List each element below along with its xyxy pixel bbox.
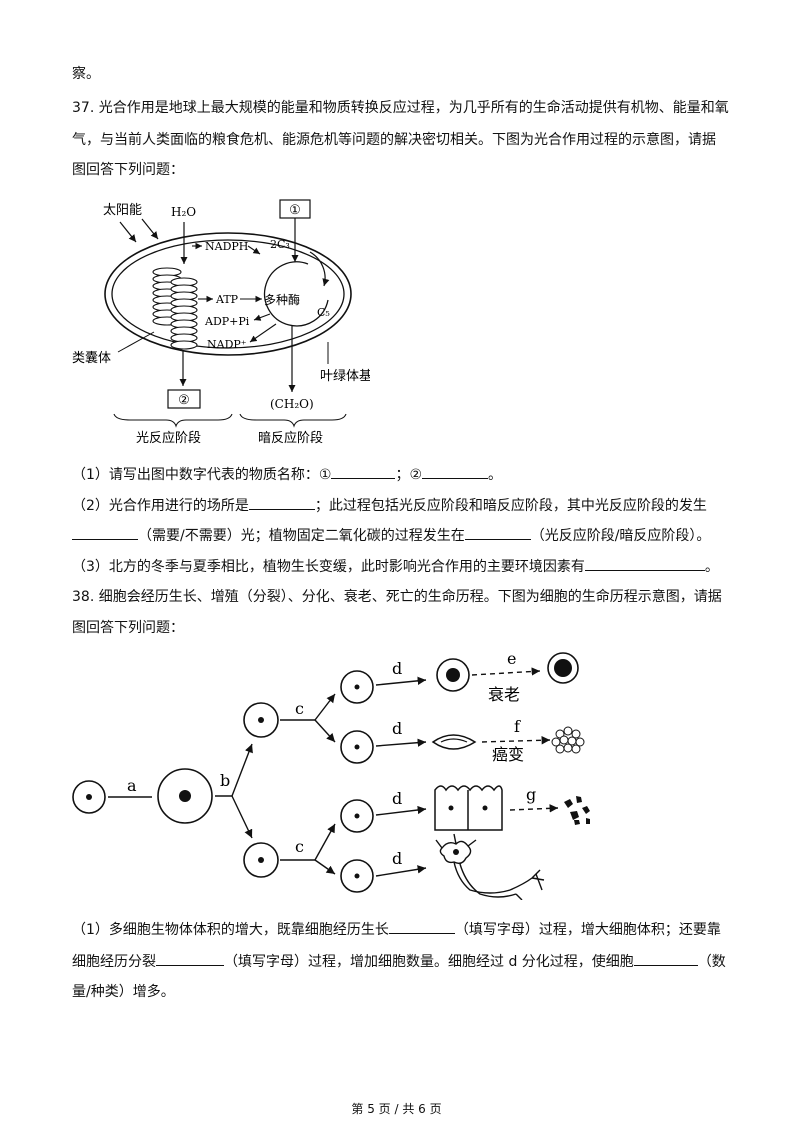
label-d-1: d: [392, 659, 402, 678]
question-37-1: （1）请写出图中数字代表的物质名称：①；②。: [72, 463, 732, 485]
question-37-3: （3）北方的冬季与夏季相比，植物生长变缓，此时影响光合作用的主要环境因素有。: [72, 555, 732, 577]
label-c-bottom: c: [295, 837, 304, 856]
cell-divided-bottom: [243, 842, 279, 878]
box-2: [167, 389, 201, 409]
c3-label: 2C₃: [270, 238, 290, 251]
question-38-1: 量/种类）增多。: [72, 984, 175, 1000]
answer-blank[interactable]: [248, 494, 315, 510]
question-38-1: 细胞经历分裂（填写字母）过程，增加细胞数量。细胞经过 d 分化过程，使细胞（数: [72, 950, 732, 972]
answer-blank[interactable]: [72, 524, 138, 540]
answer-blank[interactable]: [156, 950, 224, 966]
cell-life-diagram: a b c c d d d d e 衰老 f 癌变 g: [72, 649, 590, 900]
cancer-label: 癌变: [492, 745, 524, 764]
atp-label: ATP: [215, 293, 239, 306]
light-stage-label: 光反应阶段: [136, 430, 201, 446]
question-37-stem: 图回答下列问题：: [72, 162, 184, 178]
answer-blank[interactable]: [633, 950, 698, 966]
aging-label: 衰老: [488, 685, 520, 704]
label-f: f: [514, 717, 521, 736]
stroma-label: 叶绿体基质: [320, 369, 370, 384]
cell-fragments: [564, 796, 590, 825]
cell-aging: [436, 658, 470, 692]
label-e: e: [507, 649, 516, 668]
calvin-cycle: [264, 261, 329, 327]
neuron-cell: [435, 833, 545, 900]
question-37-stem: 37. 光合作用是地球上最大规模的能量和物质转换反应过程，为几乎所有的生命活动提…: [72, 100, 729, 116]
answer-blank[interactable]: [422, 463, 489, 479]
cell-dead: [547, 652, 579, 684]
question-37-2: （需要/不需要）光；植物固定二氧化碳的过程发生在（光反应阶段/暗反应阶段）。: [72, 524, 732, 546]
cell-row4: [340, 859, 374, 893]
label-b: b: [220, 771, 230, 790]
answer-blank[interactable]: [388, 918, 455, 934]
nadph-label: NADPH: [205, 240, 248, 253]
cell-row3: [340, 799, 374, 833]
cell-row2: [340, 730, 374, 764]
question-38-stem: 图回答下列问题：: [72, 620, 184, 636]
question-37-stem: 气，与当前人类面临的粮食危机、能源危机等问题的解决密切相关。下图为光合作用过程的…: [72, 132, 716, 148]
label-a: a: [127, 776, 137, 795]
page-footer: 第 5 页 / 共 6 页: [351, 1102, 442, 1116]
cell-grown: [157, 768, 213, 824]
label-d-3: d: [392, 789, 402, 808]
answer-blank[interactable]: [331, 463, 396, 479]
cancer-cell-cluster: [551, 726, 585, 754]
epithelial-cells: [434, 785, 503, 831]
h2o-label: H₂O: [171, 205, 196, 219]
question-38-1: （1）多细胞生物体体积的增大，既靠细胞经历生长（填写字母）过程，增大细胞体积；还…: [72, 918, 732, 940]
cell-small: [72, 780, 106, 814]
thylakoid-stack: [152, 267, 198, 350]
sun-label: 太阳能: [103, 203, 142, 218]
answer-blank[interactable]: [584, 555, 705, 571]
label-d-4: d: [392, 849, 402, 868]
chloroplast-outer-membrane: [104, 232, 352, 356]
enzyme-label: 多种酶: [264, 292, 300, 307]
chloroplast-inner-membrane: [111, 239, 345, 349]
box-1-label: ①: [289, 203, 301, 218]
answer-blank[interactable]: [464, 524, 531, 540]
nadp-label: NADP⁺: [207, 338, 247, 351]
c5-label: C₅: [317, 306, 330, 319]
label-c-top: c: [295, 699, 304, 718]
cell-flattened: [431, 734, 477, 750]
text-line: 察。: [72, 66, 100, 82]
label-d-2: d: [392, 719, 402, 738]
label-g: g: [526, 785, 536, 804]
ch2o-label: (CH₂O): [270, 397, 314, 411]
thylakoid-label: 类囊体: [72, 350, 111, 366]
photosynthesis-diagram: 太阳能 H₂O ① NADPH ATP ADP+Pi NADP⁺ 2C₃ 多种酶…: [72, 199, 370, 446]
question-38-stem: 38. 细胞会经历生长、增殖（分裂）、分化、衰老、死亡的生命历程。下图为细胞的生…: [72, 589, 722, 605]
dark-stage-label: 暗反应阶段: [258, 430, 323, 446]
cell-row1: [340, 670, 374, 704]
cell-divided-top: [243, 702, 279, 738]
question-37-2: （2）光合作用进行的场所是；此过程包括光反应阶段和暗反应阶段，其中光反应阶段的发…: [72, 494, 732, 516]
adp-label: ADP+Pi: [204, 315, 250, 328]
box-2-label: ②: [178, 393, 190, 408]
